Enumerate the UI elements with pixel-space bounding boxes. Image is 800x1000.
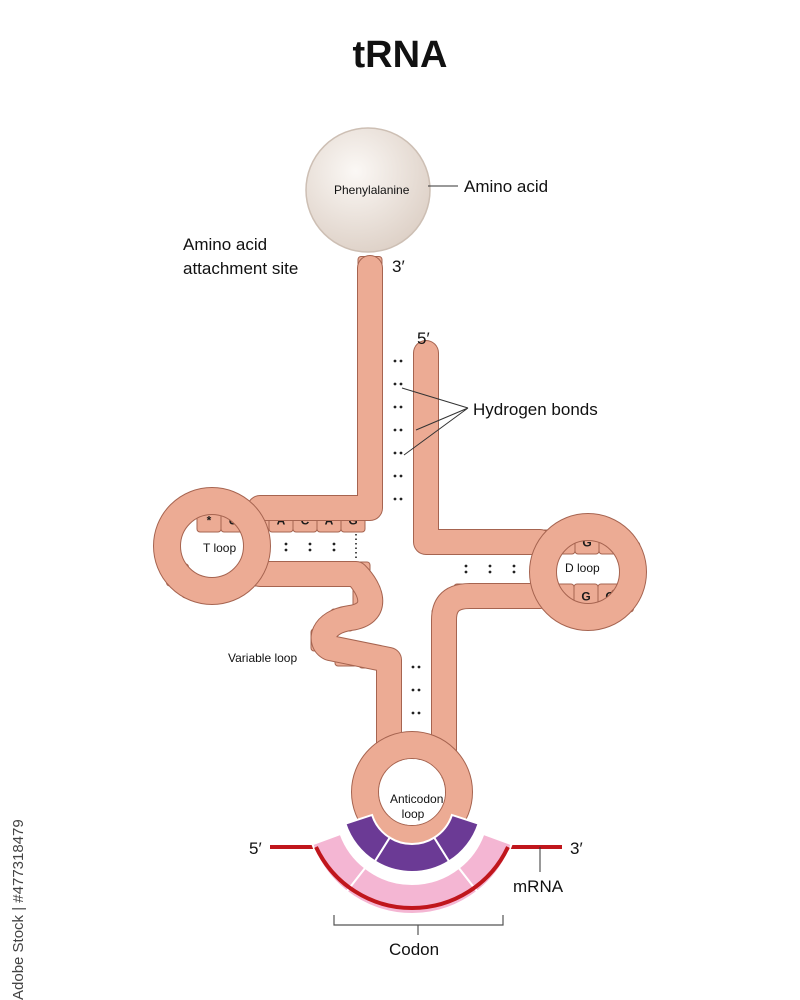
five-prime-end-trna: 5′ [417,329,430,348]
three-prime-end-trna: 3′ [392,257,405,276]
strand-outline [247,255,383,521]
bond-pair [512,564,516,574]
bond-pair [393,405,403,409]
amino-acid-name: Phenylalanine [334,183,410,197]
strand-body [432,584,552,772]
bond-pair [332,542,336,552]
codon-segment [457,832,513,893]
bond-pair [393,382,403,386]
bond-pair [488,564,492,574]
bond-pair [411,665,421,669]
variable-loop-label: Variable loop [228,651,298,665]
strand-body [414,341,552,554]
mrna-label: mRNA [513,877,564,896]
hydrogen-bonds-label: Hydrogen bonds [473,400,598,419]
strand-body [248,562,401,772]
strand-outline [413,340,553,555]
codon-bracket [333,915,504,926]
diagram-title: tRNA [352,34,448,76]
five-prime-end-mrna: 5′ [249,839,262,858]
anticodon-segment [432,813,480,863]
nucleotide-letter: G [581,590,590,604]
anticodon-loop-inner [379,759,445,825]
bond-pair [464,564,468,574]
bond-pair [411,711,421,715]
attachment-site-line2: attachment site [183,259,299,278]
strand-outline [431,583,553,773]
nucleotide-letter: G [582,536,591,550]
bond-pair [284,542,288,552]
hydrogen-bonds-leaders [401,387,469,456]
codon-label: Codon [389,940,440,959]
bond-pair [308,542,312,552]
three-prime-end-mrna: 3′ [570,839,583,858]
anticodon-loop-line2: loop [401,807,425,821]
loop-body [352,732,472,852]
d-loop-label: D loop [565,561,600,575]
amino-acid-sphere [305,127,431,253]
mrna-arc [314,846,510,911]
bond-pair [393,428,403,432]
bond-pair [411,688,421,692]
strand-body [248,256,382,520]
loop-body [154,488,270,604]
bond-pair [393,359,403,363]
bond-pair [393,474,403,478]
attachment-site-line1: Amino acid [183,235,268,254]
diagram-overlays [153,127,647,935]
t-loop-label: T loop [203,541,237,555]
anticodon-loop-line1: Anticodon [390,792,444,806]
loop-body [530,514,646,630]
bond-pair [393,451,403,455]
amino-acid-label: Amino acid [464,177,549,196]
watermark-text: Adobe Stock | #477318479 [10,819,27,1000]
nucleotide-letter: * [207,514,212,528]
bond-pair [393,497,403,501]
